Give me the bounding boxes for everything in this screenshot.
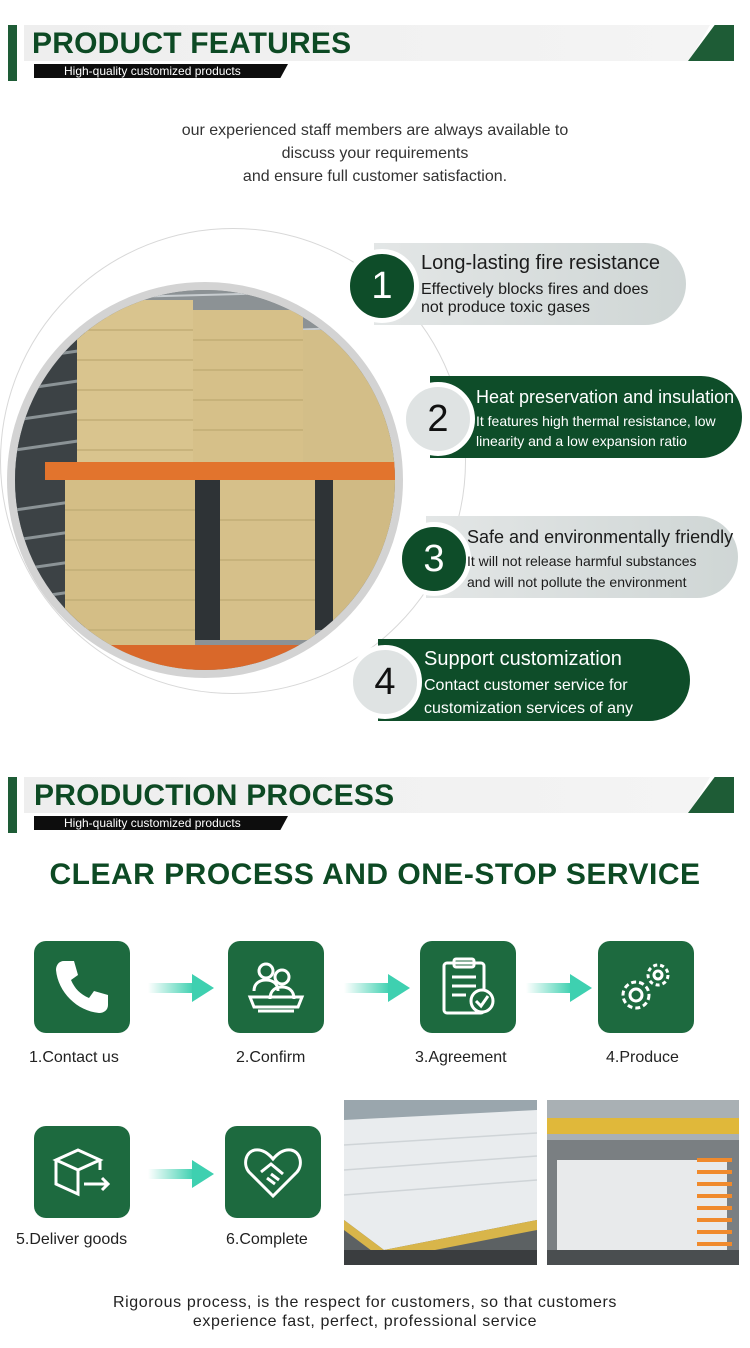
feature-desc: customization services of any — [424, 700, 633, 717]
feature-number: 3 — [397, 522, 471, 596]
footer-text: Rigorous process, is the respect for cus… — [0, 1293, 730, 1331]
orbit-ring — [0, 228, 466, 694]
step-label: 4.Produce — [606, 1049, 679, 1066]
feature-number: 4 — [348, 645, 422, 719]
handshake-heart-icon — [244, 1148, 302, 1199]
feature-desc: It will not release harmful substances — [467, 553, 697, 569]
section-header-process: PRODUCTION PROCESS High-quality customiz… — [0, 777, 750, 837]
step-2-tile — [228, 941, 324, 1033]
header-accent-bar — [8, 25, 17, 81]
feature-title: Support customization — [424, 648, 622, 670]
step-label: 2.Confirm — [236, 1049, 306, 1066]
arrow-right-icon — [148, 1160, 214, 1188]
header-band — [24, 25, 710, 61]
arrow-right-icon — [148, 974, 214, 1002]
rockwool-panels-photo — [7, 282, 403, 678]
feature-pill — [430, 376, 742, 458]
section-header-features: PRODUCT FEATURES High-quality customized… — [0, 25, 750, 85]
header-accent-bar — [8, 777, 17, 833]
section-subtitle: High-quality customized products — [34, 64, 288, 78]
step-6-tile — [225, 1126, 321, 1218]
section-title: PRODUCT FEATURES — [32, 27, 352, 60]
arrow-right-icon — [526, 974, 592, 1002]
people-icon — [247, 962, 305, 1013]
intro-line: and ensure full customer satisfaction. — [242, 168, 508, 185]
panel-stack-photo — [547, 1100, 739, 1265]
box-delivery-icon — [52, 1148, 111, 1197]
feature-pill — [378, 639, 690, 721]
feature-pill — [374, 243, 686, 325]
phone-icon — [56, 961, 108, 1013]
step-4-tile — [598, 941, 694, 1033]
intro-line: discuss your requirements — [281, 145, 469, 162]
arrow-right-icon — [344, 974, 410, 1002]
feature-number: 1 — [345, 249, 419, 323]
footer-line: experience fast, perfect, professional s… — [192, 1313, 538, 1330]
clipboard-check-icon — [442, 957, 495, 1015]
gears-icon — [621, 963, 670, 1010]
feature-title: Safe and environmentally friendly — [467, 527, 734, 547]
feature-number: 2 — [401, 382, 475, 456]
step-label: 3.Agreement — [415, 1049, 507, 1066]
feature-desc: It features high thermal resistance, low — [476, 413, 716, 429]
process-heading: CLEAR PROCESS AND ONE-STOP SERVICE — [49, 858, 701, 891]
feature-desc: Effectively blocks fires and does — [421, 281, 649, 298]
footer-line: Rigorous process, is the respect for cus… — [112, 1294, 618, 1311]
sandwich-panel-photo — [344, 1100, 537, 1265]
step-label: 1.Contact us — [29, 1049, 119, 1066]
feature-pill — [426, 516, 738, 598]
panel-stack-illustration — [547, 1100, 739, 1265]
section-title: PRODUCTION PROCESS — [34, 779, 395, 812]
step-label: 6.Complete — [226, 1231, 308, 1248]
step-label: 5.Deliver goods — [16, 1231, 128, 1248]
feature-title: Heat preservation and insulation — [476, 387, 735, 407]
intro-line: our experienced staff members are always… — [181, 122, 569, 139]
intro-text: our experienced staff members are always… — [0, 119, 750, 188]
rockwool-panels-illustration — [15, 290, 395, 670]
step-1-tile — [34, 941, 130, 1033]
feature-desc: and will not pollute the environment — [467, 574, 687, 590]
step-3-tile — [420, 941, 516, 1033]
feature-desc: linearity and a low expansion ratio — [476, 433, 687, 449]
feature-title: Long-lasting fire resistance — [421, 252, 661, 274]
section-subtitle: High-quality customized products — [34, 816, 288, 830]
header-band — [24, 777, 710, 813]
sandwich-panel-illustration — [344, 1100, 537, 1265]
feature-desc: Contact customer service for — [424, 677, 628, 694]
step-5-tile — [34, 1126, 130, 1218]
feature-desc: not produce toxic gases — [421, 299, 590, 316]
